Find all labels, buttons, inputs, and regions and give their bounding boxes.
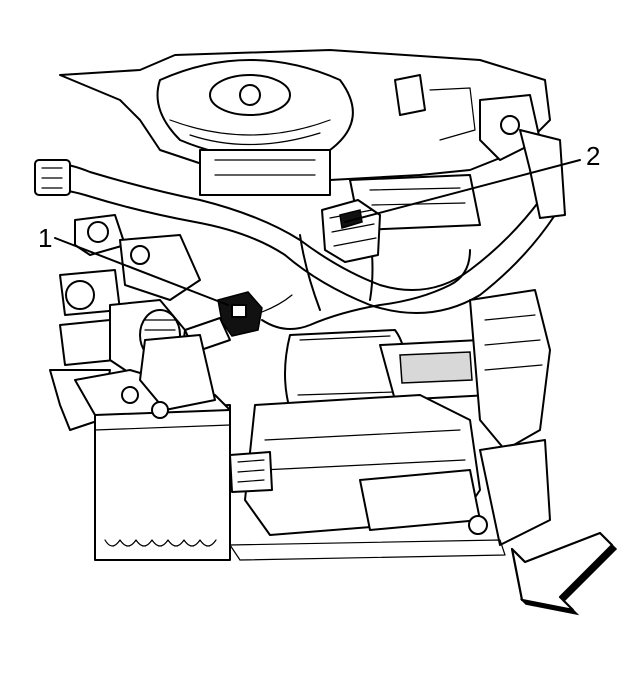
callout-leaders (54, 159, 581, 306)
coolant-hose (34, 129, 566, 314)
callout-2-leader (344, 159, 581, 223)
oil-filter (74, 334, 231, 561)
callout-1-leader (54, 237, 229, 306)
direction-arrow-icon (510, 531, 618, 616)
right-bracket (229, 289, 551, 561)
electrical-connector (321, 199, 381, 263)
callout-2-label: 2 (586, 141, 600, 171)
callout-1-label: 1 (38, 223, 52, 253)
starter-motor (229, 329, 510, 536)
engine-block (59, 49, 551, 231)
